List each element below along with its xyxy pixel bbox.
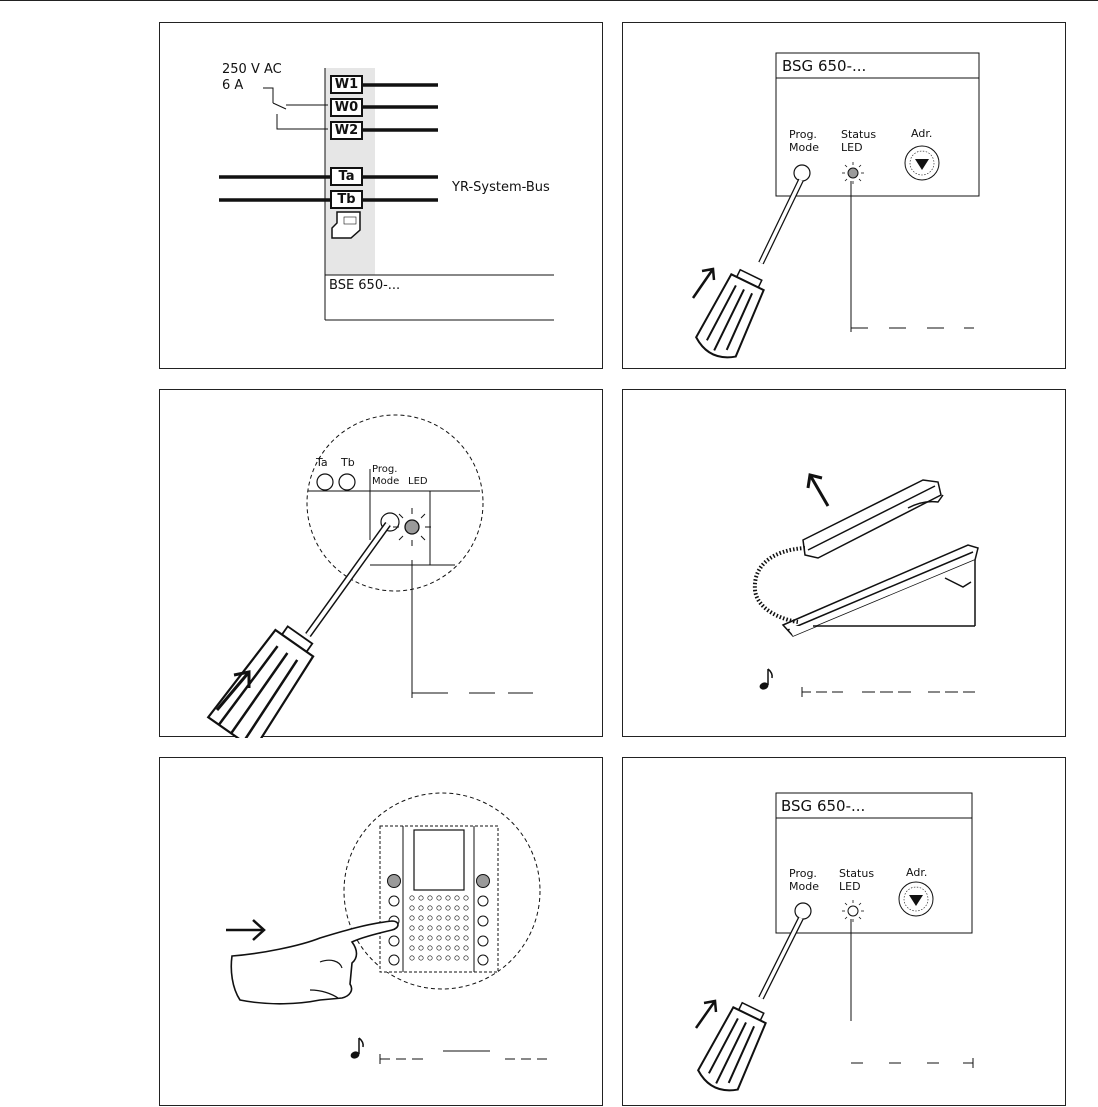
prog-button	[795, 903, 811, 919]
device-label: BSE 650-...	[329, 278, 400, 293]
panel-press-button	[159, 757, 603, 1106]
address-dial-icon	[899, 882, 933, 916]
relay-contact-w1	[263, 88, 273, 103]
prog-button	[794, 165, 810, 181]
music-note-icon	[350, 1038, 364, 1060]
prog-mode-label-2: Mode	[372, 476, 399, 487]
indicator-left	[388, 875, 401, 888]
address-label: Adr.	[906, 866, 927, 879]
panel-lift-handset	[622, 389, 1066, 737]
status-led-label-2: LED	[841, 141, 863, 154]
supply-voltage-label: 250 V AC	[222, 62, 282, 77]
led-blink-pattern	[851, 324, 974, 332]
tone-pattern	[802, 687, 975, 697]
address-label: Adr.	[911, 127, 932, 140]
terminal-w1: W1	[330, 75, 363, 94]
screwdriver-icon	[208, 524, 388, 738]
prog-zoom-diagram	[160, 390, 604, 738]
receiver-icon	[803, 480, 943, 558]
status-led-label: Status	[839, 867, 874, 880]
arrow-icon	[693, 269, 714, 298]
prog-mode-label-2: Mode	[789, 880, 819, 893]
address-dial-icon	[905, 146, 939, 180]
prog-mode-label: Prog.	[372, 464, 397, 475]
display-window	[414, 830, 464, 890]
bus-label: YR-System-Bus	[452, 180, 550, 195]
status-led-label-2: LED	[839, 880, 861, 893]
terminal-w0: W0	[330, 98, 363, 117]
arrow-icon	[808, 475, 828, 506]
panel-wiring: 250 V AC 6 A W1 W0 W2 Ta Tb YR-System-Bu…	[159, 22, 603, 369]
coiled-cord	[755, 548, 805, 622]
terminal-tb: Tb	[330, 190, 363, 209]
panel-prog-exit: BSG 650-... Prog. Mode Status LED Adr.	[622, 757, 1066, 1106]
page-top-rule	[0, 0, 1098, 1]
arrow-icon	[696, 1001, 716, 1028]
led-blink-pattern	[851, 1058, 973, 1068]
panel-prog-zoom: Ta Tb Prog. Mode LED	[159, 389, 603, 737]
arrow-icon	[226, 920, 264, 940]
indicator-right	[477, 875, 490, 888]
device-title: BSG 650-...	[782, 57, 866, 75]
device-title: BSG 650-...	[781, 797, 865, 815]
prog-mode-label: Prog.	[789, 128, 817, 141]
led-label: LED	[408, 476, 428, 487]
status-led-label: Status	[841, 128, 876, 141]
supply-current-label: 6 A	[222, 78, 243, 93]
led-icon	[842, 900, 864, 922]
ta-label: Ta	[316, 456, 328, 469]
led-icon	[393, 508, 431, 546]
terminal-tb-screw	[339, 474, 355, 490]
panel-prog-mode: BSG 650-... Prog. Mode Status LED Adr.	[622, 22, 1066, 369]
handset-icon	[783, 545, 978, 636]
handset-diagram	[623, 390, 1067, 738]
led-icon	[842, 162, 864, 184]
relay-switch	[273, 103, 286, 109]
music-note-icon	[759, 669, 773, 691]
terminal-ta-screw	[317, 474, 333, 490]
press-button-diagram	[160, 758, 604, 1107]
tb-label: Tb	[341, 456, 355, 469]
terminal-ta: Ta	[330, 167, 363, 186]
terminal-w2: W2	[330, 121, 363, 140]
prog-mode-diagram	[623, 23, 1067, 370]
tone-pattern	[380, 1051, 547, 1064]
prog-mode-label: Prog.	[789, 867, 817, 880]
led-blink-pattern	[412, 688, 533, 698]
screwdriver-icon	[693, 180, 801, 364]
finger-icon	[231, 921, 398, 1004]
prog-mode-label-2: Mode	[789, 141, 819, 154]
